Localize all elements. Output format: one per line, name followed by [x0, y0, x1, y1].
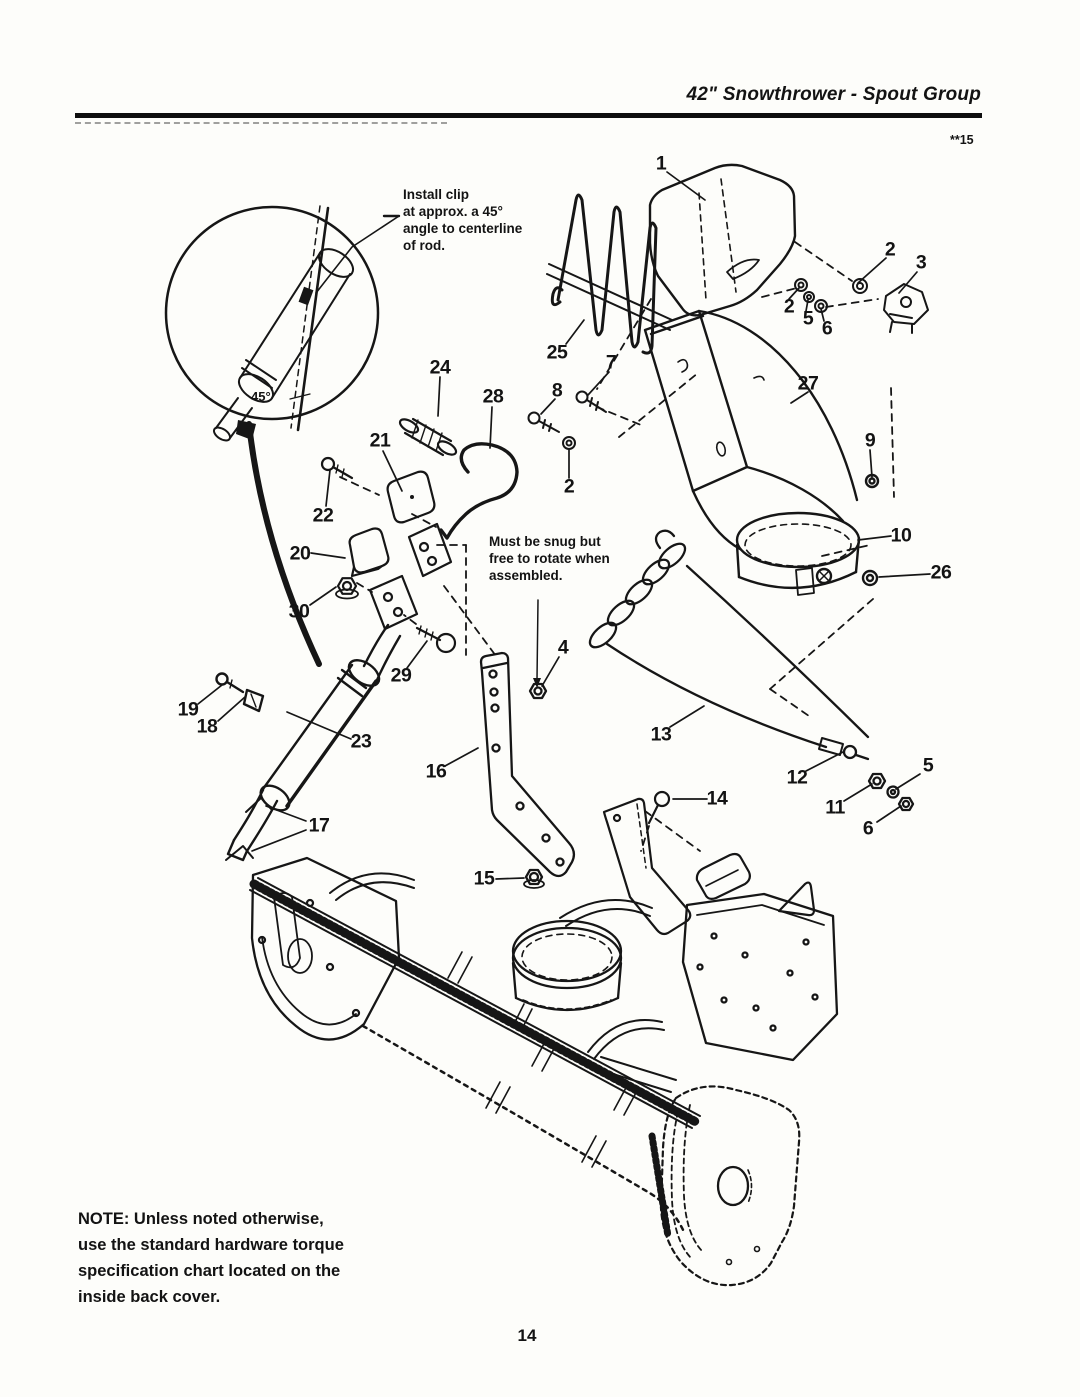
install-clip-leader: [315, 214, 401, 294]
spring-rod-13: [588, 529, 915, 812]
header-rule: [75, 113, 982, 118]
bolts-7-8-washer-2: [527, 390, 607, 450]
support-bracket-16: [479, 599, 576, 889]
snug-note: Must be snug but free to rotate when ass…: [489, 534, 610, 584]
top-right-fasteners: [794, 278, 929, 334]
deflector-cap-1: [648, 163, 797, 317]
page-number: 14: [517, 1326, 537, 1345]
auger-housing: [249, 856, 839, 1287]
torque-note: NOTE: Unless noted otherwise, use the st…: [78, 1210, 344, 1306]
page-title: 42" Snowthrower - Spout Group: [686, 84, 981, 105]
install-clip-note: Install clip at approx. a 45° angle to c…: [403, 187, 523, 254]
clamp-assembly: [320, 417, 519, 654]
zigzag-spring-25: [546, 193, 673, 355]
detail-angle-label: 45°: [251, 389, 271, 404]
discharge-chute-27-10: [643, 309, 880, 596]
detail-circle-inset: [164, 205, 380, 667]
construction-dashes: [339, 241, 895, 852]
header-rule-echo: [75, 122, 447, 124]
revision-ref: **15: [950, 133, 974, 147]
callout-leader-lines: [197, 171, 931, 880]
handle-tube-23: [215, 623, 402, 862]
